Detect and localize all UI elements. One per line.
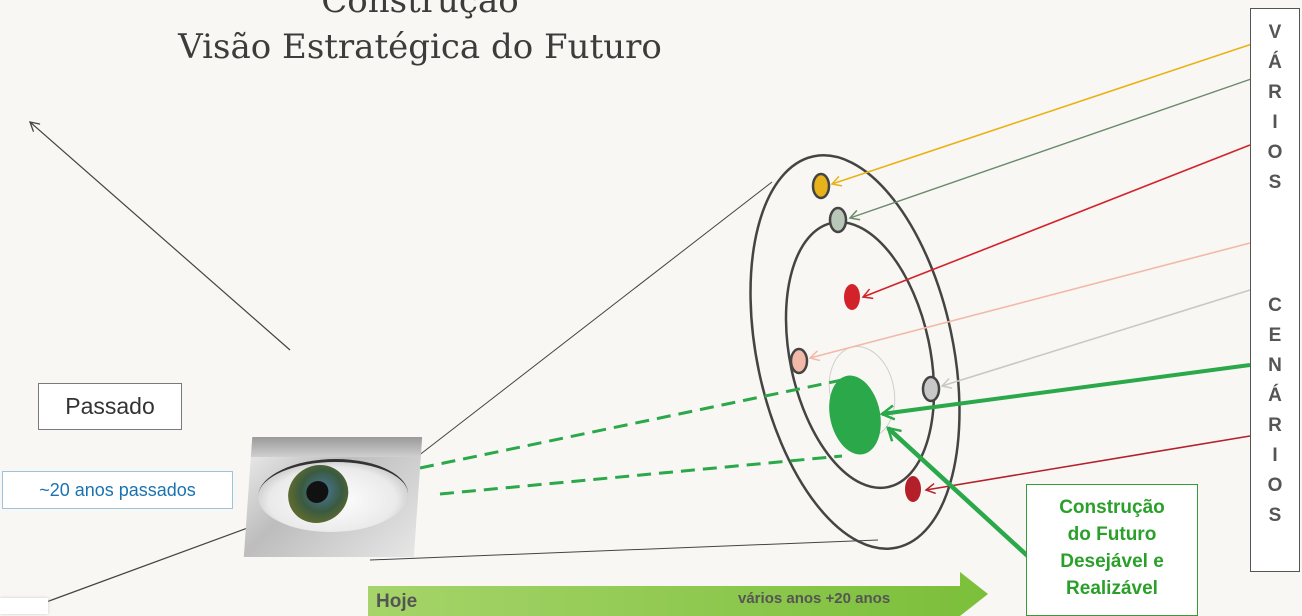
varios-cenarios-vertical-label: V Á R I O S C E N Á R I O S — [1250, 8, 1300, 572]
scenario-dot-graygreen — [828, 206, 848, 234]
passado-label: Passado — [38, 383, 182, 430]
vertical-letter: N — [1268, 355, 1282, 376]
past-arrow-up — [28, 121, 291, 351]
vertical-letter: V — [1268, 22, 1282, 43]
target-outer-ring — [749, 154, 961, 550]
vertical-letter: R — [1268, 415, 1282, 436]
vision-cone-top — [399, 181, 773, 471]
vertical-letter: I — [1272, 112, 1278, 133]
construcao-line: Construção — [1059, 497, 1165, 518]
vertical-letter: E — [1268, 325, 1282, 346]
construcao-line: Desejável e — [1060, 551, 1164, 572]
eye-image — [243, 437, 423, 557]
past-20-years-label: ~20 anos passados — [2, 471, 233, 509]
title-line-1: Construção — [321, 0, 519, 21]
scenario-arrow-darkred — [924, 435, 1251, 495]
scenario-arrow-graygreen — [848, 77, 1255, 221]
scenario-dot-green — [829, 375, 881, 455]
vertical-letter: R — [1268, 82, 1282, 103]
future-years-label: vários anos +20 anos — [738, 590, 891, 607]
sight-line-bottom — [439, 454, 843, 496]
vertical-letter: O — [1267, 142, 1283, 163]
scenario-dot-yellow — [811, 172, 831, 200]
scenario-arrow-green — [882, 363, 1251, 414]
vertical-letter: S — [1268, 172, 1282, 193]
vertical-letter: I — [1272, 445, 1278, 466]
scenario-arrow-lightgray — [940, 289, 1251, 389]
scenario-arrow-yellow — [830, 41, 1259, 187]
construction-arrow — [888, 428, 1034, 562]
vertical-letter: S — [1268, 505, 1282, 526]
construcao-futuro-box: Construção do Futuro Desejável e Realizá… — [1026, 484, 1198, 616]
diagram-title: Construção Visão Estratégica do Futuro — [120, 0, 720, 70]
scenario-dot-lightgray — [921, 375, 941, 403]
vision-cone-bottom — [369, 539, 879, 561]
scenario-dot-red — [844, 284, 860, 310]
timeline-arrow — [368, 572, 988, 616]
vertical-letter: O — [1267, 475, 1283, 496]
construcao-line: Realizável — [1066, 578, 1158, 599]
vertical-letter: C — [1268, 295, 1282, 316]
construcao-line: do Futuro — [1067, 524, 1157, 545]
scenario-arrow-red — [861, 144, 1251, 300]
eye-brow-shape — [250, 437, 423, 457]
vertical-letter: Á — [1268, 385, 1282, 406]
vertical-letter: Á — [1268, 52, 1282, 73]
scenario-dot-darkred — [905, 476, 921, 502]
title-line-2: Visão Estratégica do Futuro — [178, 27, 662, 67]
corner-card — [0, 598, 48, 614]
hoje-label: Hoje — [376, 591, 418, 612]
scenario-dot-pink — [789, 347, 809, 375]
scenario-arrow-pink — [808, 242, 1251, 362]
sight-line-top — [419, 378, 843, 470]
